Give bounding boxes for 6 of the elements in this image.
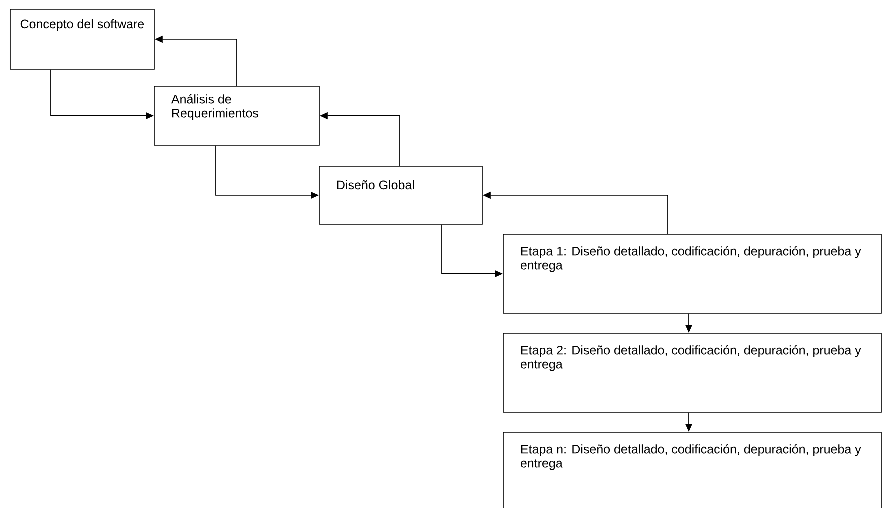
process-box: Diseño Global	[319, 166, 483, 225]
process-box: Análisis de Requerimientos	[154, 86, 320, 146]
process-box: Etapa 1: Diseño detallado, codificación, depuración, prueba y entrega	[503, 234, 882, 314]
process-box: Etapa 2: Diseño detallado, codificación, depuración, prueba y entrega	[503, 333, 882, 413]
process-box: Etapa n: Diseño detallado, codificación, depuración, prueba y entrega	[503, 432, 882, 508]
process-box: Concepto del software	[10, 9, 155, 70]
